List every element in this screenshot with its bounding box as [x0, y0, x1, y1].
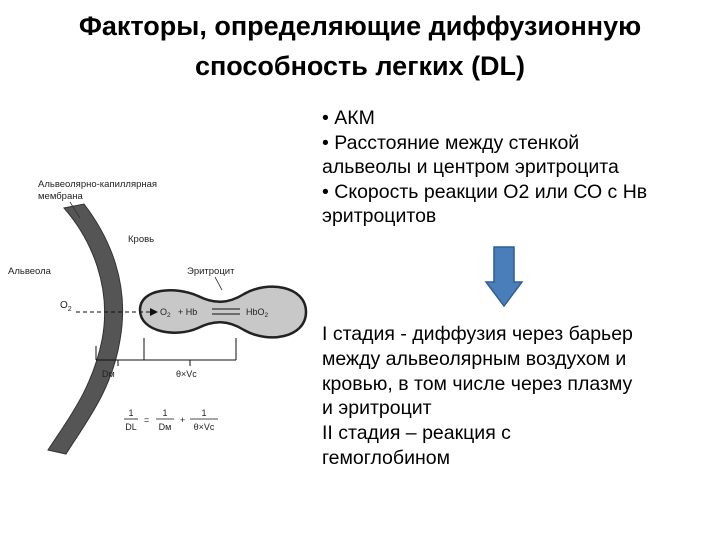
factor-bullet-list: • АКМ • Расстояние между стенкой альвеол…: [322, 106, 712, 229]
slide-title: Факторы, определяющие диффузионную спосо…: [0, 6, 720, 86]
dl-formula: 1 DL = 1 Dм + 1 θ×Vc: [124, 408, 218, 432]
blood-label: Кровь: [128, 234, 154, 245]
formula-lhs-num: 1: [128, 408, 133, 418]
alveola-label: Альвеола: [8, 266, 52, 277]
theta-label: θ×Vc: [176, 369, 197, 379]
formula-t2-den: θ×Vc: [194, 422, 215, 432]
bullet-line: эритроцитов: [322, 205, 437, 227]
title-line-2: способность легких (DL): [194, 51, 526, 81]
bullet-line: • Расстояние между стенкой: [322, 131, 580, 154]
diffusion-diagram: Альвеолярно-капиллярная мембрана Кровь А…: [8, 179, 308, 455]
membrane-label-pointer: [69, 201, 81, 219]
reaction-o2: O2: [160, 307, 171, 319]
stage-line: I стадия - диффузия через барьер: [322, 323, 633, 345]
formula-eq: =: [144, 415, 149, 425]
membrane-label-line-1: Альвеолярно-капиллярная: [38, 179, 157, 190]
reaction-plus-hb: + Hb: [178, 307, 197, 317]
alveolar-membrane: [47, 203, 124, 455]
formula-lhs-den: DL: [125, 422, 137, 432]
o2-label: O2: [60, 300, 72, 313]
formula-plus: +: [180, 415, 185, 425]
stage-line: II стадия – реакция с: [322, 422, 511, 445]
title-line-1: Факторы, определяющие диффузионную: [78, 11, 642, 41]
down-arrow-icon: [484, 246, 524, 308]
erythrocyte-label: Эритроцит: [187, 266, 235, 277]
o2-arrowhead: [150, 308, 158, 316]
stage-line: между альвеолярным воздухом и: [322, 347, 627, 370]
formula-t1-num: 1: [162, 408, 167, 418]
reaction-product: HbO2: [246, 307, 269, 319]
membrane-label-line-2: мембрана: [38, 191, 83, 202]
formula-t1-den: Dм: [159, 422, 172, 432]
dm-label: Dм: [102, 369, 115, 379]
bullet-line: • Скорость реакции О2 или СО с Нв: [322, 180, 648, 203]
bullet-line: • АКМ: [322, 107, 375, 129]
stage-line: гемоглобином: [322, 446, 450, 469]
erythrocyte-label-pointer: [214, 276, 223, 291]
down-arrow-shape: [484, 246, 524, 308]
formula-t2-num: 1: [201, 408, 206, 418]
stages-description: I стадия - диффузия через барьер между а…: [322, 322, 712, 471]
stage-line: кровью, в том числе через плазму: [322, 372, 633, 395]
erythrocyte: [138, 285, 308, 339]
stage-line: и эритроцит: [322, 397, 432, 420]
bullet-line: альвеолы и центром эритроцита: [322, 156, 619, 178]
